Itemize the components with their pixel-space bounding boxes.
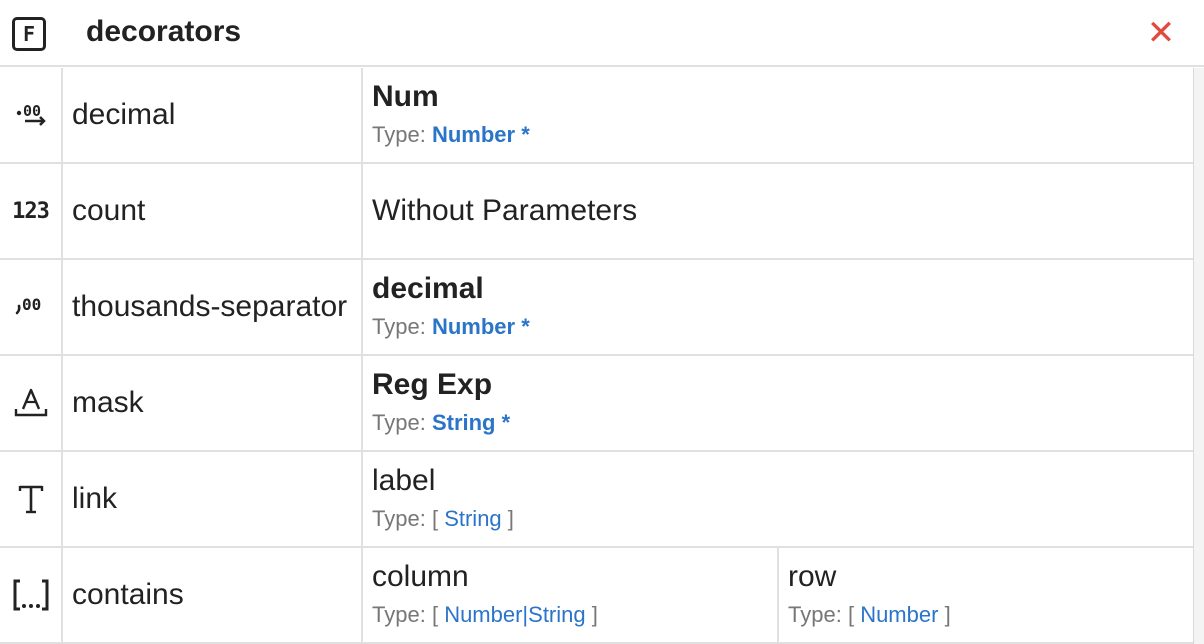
parameters: column Type: [ Number|String ] row Type:… [363,548,1193,642]
parameters: label Type: [ String ] [363,452,1193,546]
type-bracket-open: [ [847,602,855,627]
parameter-type: Type: [ Number|String ] [372,602,777,628]
close-icon[interactable]: ✕ [1146,14,1176,52]
decorator-name: decimal [63,68,363,162]
parameters: Without Parameters [363,164,1193,258]
decorator-name: count [63,164,363,258]
type-bracket-close: ] [944,602,951,627]
decorator-row-link[interactable]: link label Type: [ String ] [0,452,1193,548]
decorator-row-mask[interactable]: mask Reg Exp Type: String * [0,356,1193,452]
type-label: Type: [372,506,426,531]
type-value: Number [431,122,516,147]
parameter: Reg Exp Type: String * [363,356,1193,450]
decimal-places-icon: 00 [0,68,63,162]
parameter-type: Type: [ Number ] [788,602,1193,628]
parameter-type: Type: Number * [372,314,1193,340]
type-label: Type: [372,602,426,627]
parameters: decimal Type: Number * [363,260,1193,354]
text-icon [0,452,63,546]
type-value: Number|String [444,602,586,627]
type-bracket-open: [ [431,602,439,627]
parameter: Num Type: Number * [363,68,1193,162]
numbers-icon: 123 [0,164,63,258]
svg-text:00: 00 [22,295,41,314]
decorator-name: mask [63,356,363,450]
type-value: String [431,410,496,435]
type-bracket-close: ] [591,602,598,627]
parameter-name: Num [372,80,439,113]
decorator-name: thousands-separator [63,260,363,354]
array-brackets-icon [0,548,63,642]
parameter: label Type: [ String ] [363,452,1193,546]
type-bracket-open: [ [431,506,439,531]
function-icon: F [12,17,46,51]
parameter-type: Type: String * [372,410,1193,436]
parameter-type: Type: [ String ] [372,506,1193,532]
parameter-name: row [788,560,837,593]
required-marker: * [521,314,530,339]
parameter-name: label [372,464,436,497]
panel-title: decorators [86,15,242,48]
decorator-row-contains[interactable]: contains column Type: [ Number|String ] … [0,548,1193,644]
parameters: Reg Exp Type: String * [363,356,1193,450]
type-label: Type: [788,602,842,627]
panel-header: F decorators ✕ [0,0,1204,67]
decorator-row-count[interactable]: 123 count Without Parameters [0,164,1193,260]
required-marker: * [521,122,530,147]
type-label: Type: [372,314,426,339]
no-parameters-text: Without Parameters [372,194,638,227]
scrollbar[interactable] [1193,68,1204,644]
type-value: Number [860,602,939,627]
type-label: Type: [372,122,426,147]
svg-text:00: 00 [23,102,41,120]
parameter: row Type: [ Number ] [777,548,1193,642]
parameter: column Type: [ Number|String ] [363,548,777,642]
parameter-name: column [372,560,469,593]
parameter-name: decimal [372,272,484,305]
type-value: Number [431,314,516,339]
text-mask-icon [0,356,63,450]
decorators-list: 00 decimal Num Type: Number * 123 count … [0,68,1193,644]
parameters: Num Type: Number * [363,68,1193,162]
thousands-separator-icon: 00 [0,260,63,354]
parameter: decimal Type: Number * [363,260,1193,354]
decorator-name: contains [63,548,363,642]
decorator-row-decimal[interactable]: 00 decimal Num Type: Number * [0,68,1193,164]
type-value: String [444,506,502,531]
type-label: Type: [372,410,426,435]
parameter-type: Type: Number * [372,122,1193,148]
type-bracket-close: ] [507,506,514,531]
parameter-name: Reg Exp [372,368,493,401]
decorator-row-thousands-separator[interactable]: 00 thousands-separator decimal Type: Num… [0,260,1193,356]
decorator-name: link [63,452,363,546]
required-marker: * [501,410,511,435]
